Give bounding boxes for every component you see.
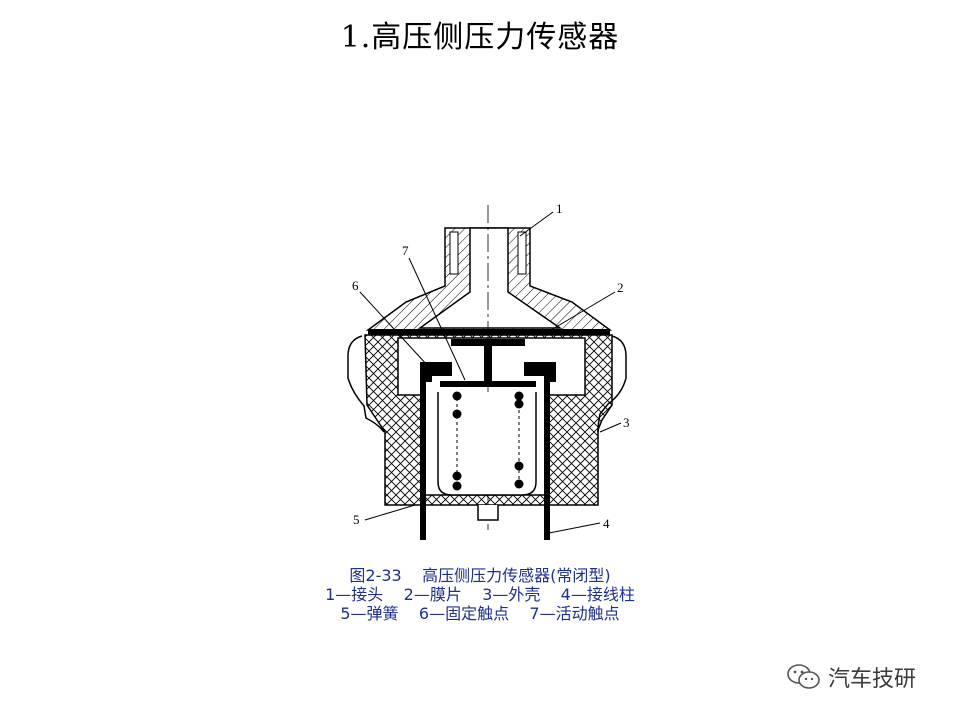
outer-shell	[347, 335, 385, 433]
label-4: 4	[603, 516, 610, 531]
moving-contact-plate	[451, 339, 525, 346]
terminal-post-right	[544, 378, 550, 540]
parts-legend-line-2: 5—弹簧 6—固定触点 7—活动触点	[340, 604, 620, 623]
spring-left	[452, 391, 462, 491]
label-2: 2	[617, 280, 624, 295]
label-3: 3	[623, 415, 630, 430]
spring-right	[514, 391, 524, 489]
wechat-icon	[787, 664, 820, 689]
moving-contact-stem	[484, 345, 492, 383]
watermark: 汽车技研	[786, 660, 916, 694]
moving-contact-bar	[440, 381, 536, 387]
diaphragm	[368, 329, 610, 335]
bottom-nub	[477, 505, 499, 521]
fixed-contact-left	[420, 362, 452, 382]
connector-thread-left	[449, 231, 459, 275]
connector-bore	[417, 227, 563, 329]
leader-lines	[359, 211, 622, 534]
label-1: 1	[556, 201, 563, 216]
watermark-text: 汽车技研	[828, 667, 917, 692]
pressure-sensor-diagram: 1 2 3 4 5 6 7	[347, 201, 630, 540]
fixed-contact-right	[524, 362, 556, 382]
outer-shell-right	[597, 335, 627, 433]
figure-caption: 图2-33 高压侧压力传感器(常闭型)	[349, 566, 611, 585]
page-title: 1.高压侧压力传感器	[340, 20, 620, 55]
terminal-post-left	[420, 378, 426, 540]
label-5: 5	[353, 512, 360, 527]
connector-thread-right	[517, 231, 527, 275]
label-7: 7	[402, 243, 409, 258]
label-6: 6	[352, 278, 359, 293]
inner-cup	[437, 392, 537, 496]
parts-legend-line-1: 1—接头 2—膜片 3—外壳 4—接线柱	[325, 585, 635, 604]
